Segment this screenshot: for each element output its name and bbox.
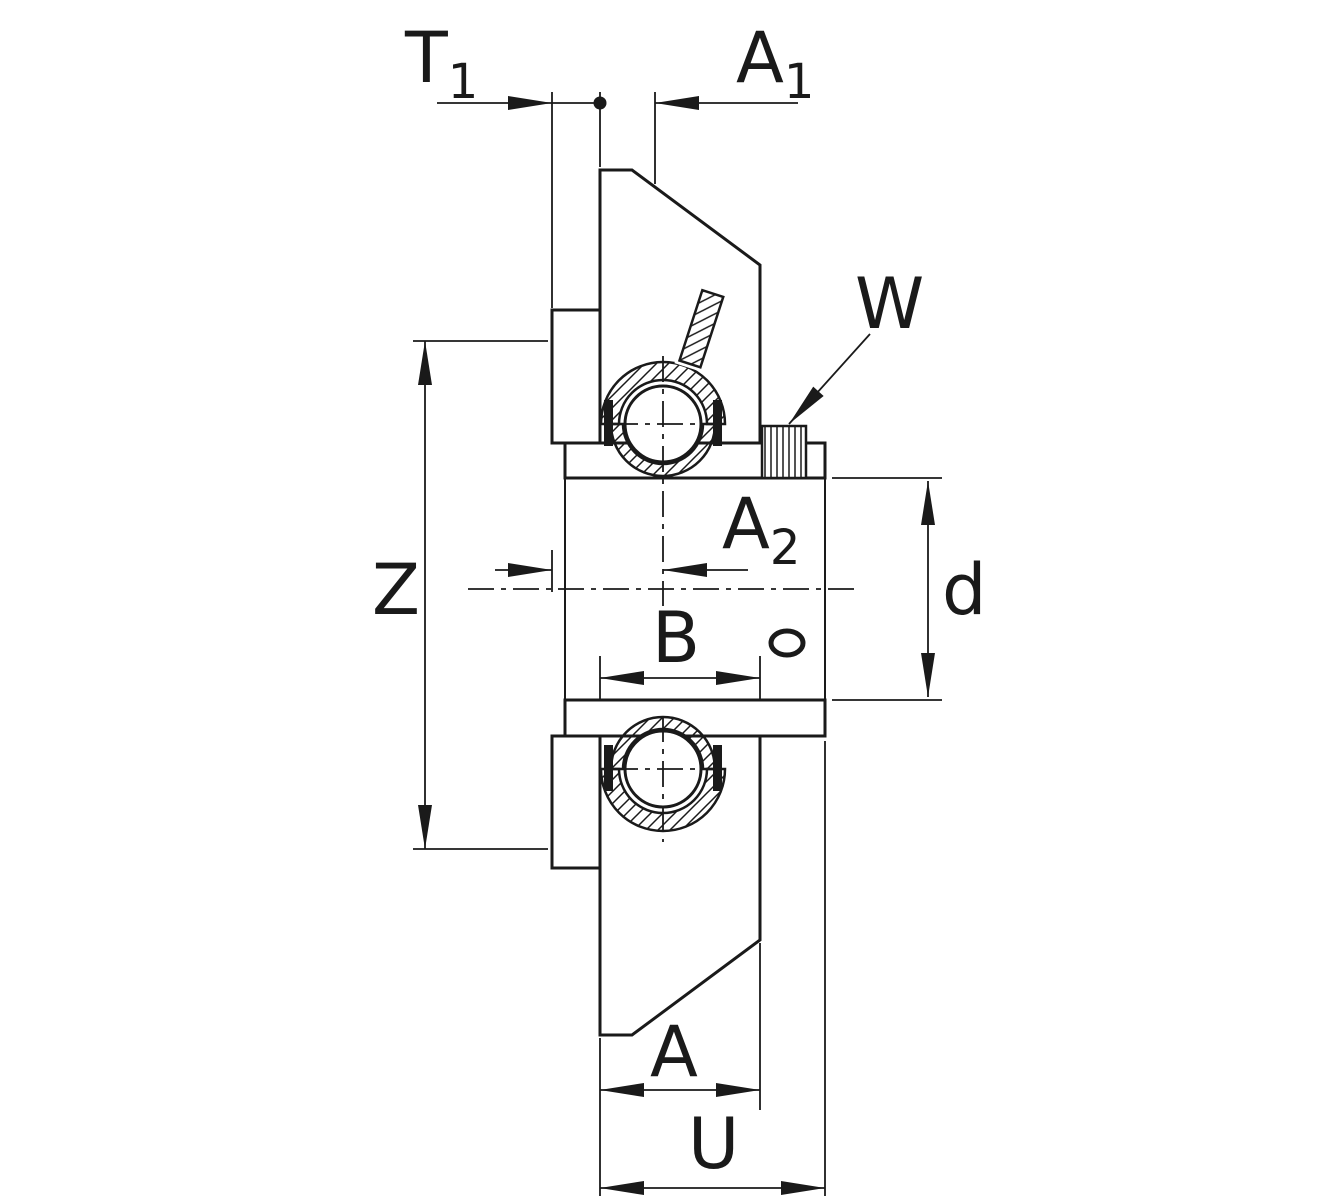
centerlines — [468, 356, 858, 842]
sleeve-lower-band — [563, 698, 827, 738]
label-w: W — [855, 263, 924, 345]
flange-upper-section — [550, 308, 602, 445]
dimension-z: Z — [372, 340, 548, 850]
label-a1: A1 — [736, 17, 814, 110]
outer-ring-bottom — [599, 767, 727, 833]
label-t1: T1 — [404, 17, 478, 110]
dimension-w: W — [788, 263, 924, 425]
dimension-d: d — [832, 477, 986, 701]
outer-ring-top — [599, 360, 727, 426]
seal-right-top — [713, 400, 722, 446]
lubrication-hole — [768, 628, 806, 658]
seal-left-bottom — [604, 745, 613, 791]
grease-fitting — [674, 285, 729, 373]
set-screw — [760, 424, 808, 480]
flange-lower-section — [550, 734, 602, 870]
grease-fitting-body — [677, 288, 725, 369]
seal-right-bottom — [713, 745, 722, 791]
dimension-a2: A2 — [495, 483, 800, 592]
seal-left-top — [604, 400, 613, 446]
dimension-t1: T1 — [404, 17, 607, 308]
set-screw-body — [760, 424, 808, 480]
dimension-u: U — [600, 741, 826, 1196]
dimension-a1: A1 — [654, 17, 814, 184]
label-z: Z — [372, 549, 420, 631]
label-a2: A2 — [722, 483, 800, 576]
dimension-a: A — [599, 943, 761, 1196]
label-a: A — [650, 1011, 698, 1093]
label-u: U — [688, 1103, 739, 1185]
label-d: d — [942, 549, 986, 631]
dimension-b: B — [599, 597, 761, 700]
label-b: B — [652, 597, 700, 679]
